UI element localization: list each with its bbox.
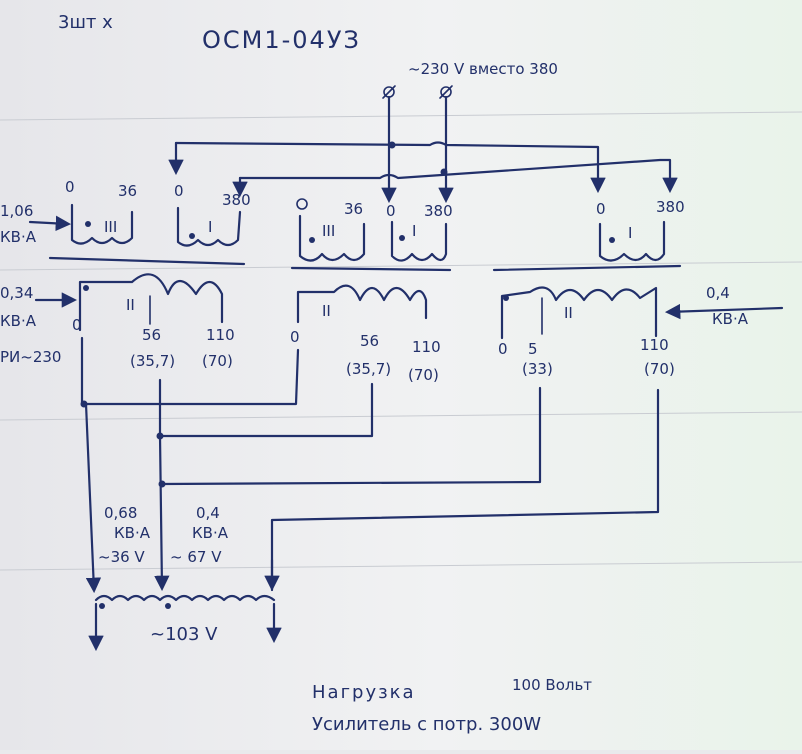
ruled-lines — [0, 111, 802, 571]
out-right-power: 0,4 — [196, 504, 220, 522]
header-mains-note: ~230 V вместо 380 — [408, 60, 558, 78]
t3-sec-tap-0: 0 — [498, 340, 508, 358]
t3-tap-380: 380 — [656, 198, 685, 216]
out-right-unit: КВ·А — [192, 524, 229, 542]
transformer-2: 36 0 380 III I II 0 56 110 (35,7) (70) — [290, 198, 453, 384]
t1-core — [48, 256, 246, 266]
mains-bus — [168, 141, 678, 198]
t3-core — [492, 264, 682, 272]
t2-sec-tap-110: 110 — [412, 338, 441, 356]
t1-sec-tap-56: 56 — [142, 326, 161, 344]
t1-sec-power-unit: КВ·А — [0, 312, 37, 330]
t3-sec-v110: (70) — [644, 360, 675, 378]
t1-sec-tap-110: 110 — [206, 326, 235, 344]
t1-sec-power-value: 0,34 — [0, 284, 33, 302]
t3-tap-0: 0 — [596, 200, 606, 218]
t3-power-value: 0,4 — [706, 284, 730, 302]
t2-sec-v56: (35,7) — [346, 360, 391, 378]
t1-winding-iii — [70, 203, 134, 245]
t1-power-value: 1,06 — [0, 202, 33, 220]
t3-power-unit: КВ·А — [712, 310, 749, 328]
t2-winding-iii — [298, 214, 366, 262]
t1-tap-0: 0 — [65, 178, 75, 196]
header-count: 3шт x — [58, 12, 113, 33]
t1-side-note: РИ~230 — [0, 348, 61, 366]
t2-core — [290, 266, 452, 272]
t2-tap-36: 36 — [344, 200, 363, 218]
t2-tap-0: 0 — [386, 202, 396, 220]
t1-sec-v56: (35,7) — [130, 352, 175, 370]
transformer-1: 0 36 0 380 III I II 0 56 110 (35,7) (70)… — [0, 178, 251, 370]
t1-tap-36: 36 — [118, 182, 137, 200]
load-value: 100 Вольт — [512, 676, 592, 694]
t2-sec-v110: (70) — [408, 366, 439, 384]
t1-tap-0b: 0 — [174, 182, 184, 200]
t2-winding-iii-label: III — [322, 222, 335, 240]
t2-sec-tap-56: 56 — [360, 332, 379, 350]
t3-sec-v5: (33) — [522, 360, 553, 378]
t1-tap-380: 380 — [222, 191, 251, 209]
t2-winding-i — [390, 220, 448, 262]
t3-winding-i — [598, 220, 666, 262]
out-left-power: 0,68 — [104, 504, 137, 522]
t1-winding-i — [176, 206, 242, 247]
t1-sec-v110: (70) — [202, 352, 233, 370]
header-model: ОСМ1-04УЗ — [202, 26, 361, 54]
output-winding — [94, 594, 276, 602]
t3-secondary-label: II — [564, 304, 573, 322]
load-label: Нагрузка — [312, 682, 416, 703]
t3-sec-tap-110: 110 — [640, 336, 669, 354]
out-total-voltage: ~103 V — [150, 624, 218, 645]
out-left-unit: КВ·А — [114, 524, 151, 542]
t3-secondary-winding — [500, 286, 658, 340]
out-left-voltage: ~36 V — [98, 548, 145, 566]
t1-secondary-winding — [78, 273, 224, 332]
t1-power-unit: КВ·А — [0, 228, 37, 246]
t2-tap-380: 380 — [424, 202, 453, 220]
t2-secondary-label: II — [322, 302, 331, 320]
t2-winding-i-label: I — [412, 222, 416, 240]
t2-secondary-winding — [296, 284, 428, 324]
t2-sec-tap-0: 0 — [290, 328, 300, 346]
out-right-voltage: ~ 67 V — [170, 548, 222, 566]
t1-sec-tap-0: 0 — [72, 316, 82, 334]
t1-secondary-label: II — [126, 296, 135, 314]
t1-winding-i-label: I — [208, 218, 212, 236]
transformer-3: 0 380 I II 0 5 110 (33) (70) 0,4 КВ·А — [492, 198, 784, 378]
t3-sec-tap-5: 5 — [528, 340, 538, 358]
t1-winding-iii-label: III — [104, 218, 117, 236]
secondary-wiring — [80, 336, 660, 594]
t3-winding-i-label: I — [628, 224, 632, 242]
amplifier-label: Усилитель с потр. 300W — [312, 714, 541, 735]
output-transformer: 0,68 КВ·А ~36 V 0,4 КВ·А ~ 67 V ~103 V — [88, 504, 282, 652]
